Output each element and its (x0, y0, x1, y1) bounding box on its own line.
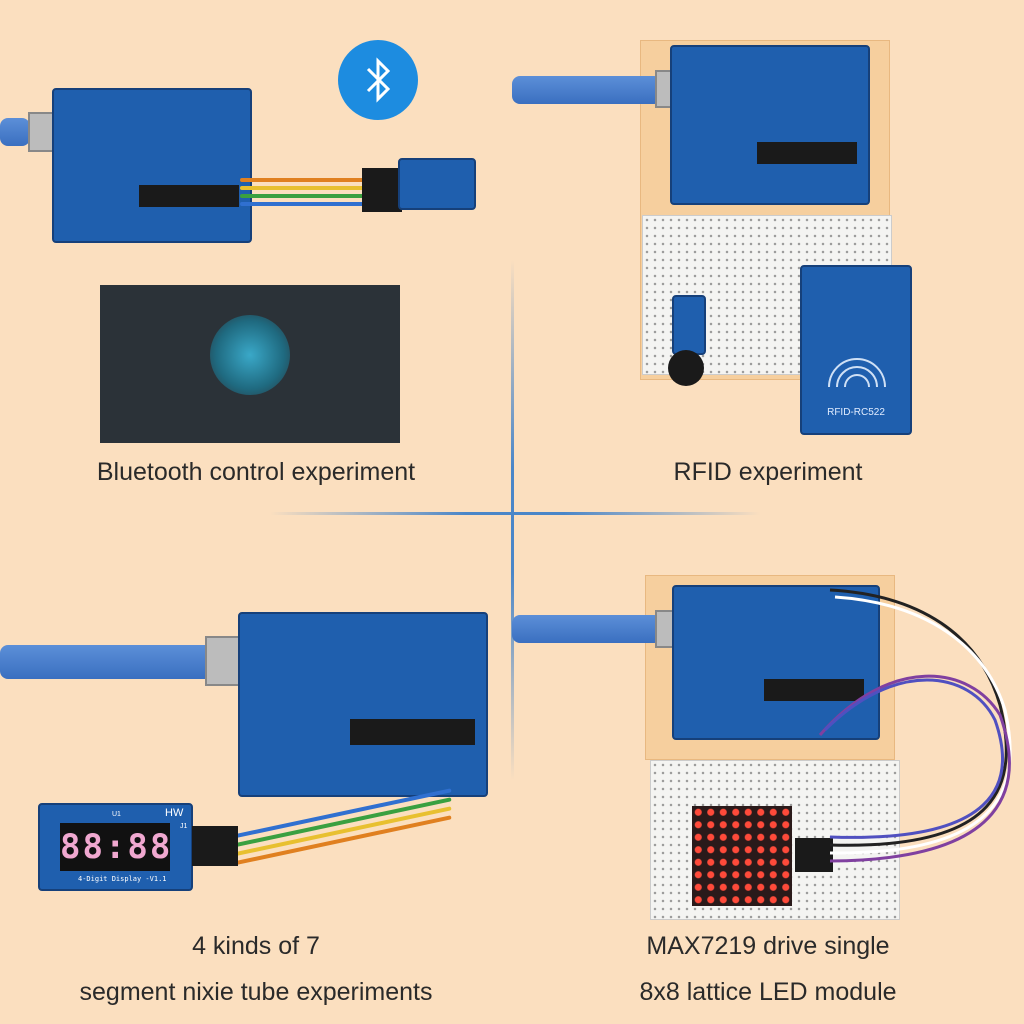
display-model: 4-Digit Display -V1.1 (78, 875, 167, 883)
bluetooth-badge (338, 40, 418, 120)
caption-max-line2: 8x8 lattice LED module (639, 978, 897, 1006)
jumper-wires (818, 588, 1012, 863)
caption-nixie-line2: segment nixie tube experiments (79, 978, 433, 1006)
header-connector (362, 168, 402, 212)
bluetooth-icon (366, 57, 391, 103)
microcontroller-chip (764, 679, 864, 701)
display-digits: 88:88 (60, 823, 170, 871)
arduino-board (52, 88, 252, 243)
jumper-wire (240, 186, 370, 190)
arduino-board (670, 45, 870, 205)
caption-nixie-line1: 4 kinds of 7 (192, 932, 320, 960)
microcontroller-chip (757, 142, 857, 164)
header-connector (795, 838, 833, 872)
rfid-label: RFID-RC522 (827, 407, 885, 418)
arduino-board (672, 585, 880, 740)
led-matrix (692, 806, 792, 906)
usb-cable (512, 76, 662, 104)
buzzer-module (672, 295, 706, 355)
app-screenshot (100, 285, 400, 443)
divider-vertical (511, 260, 514, 780)
jumper-wire (240, 194, 370, 198)
usb-cable (512, 615, 662, 643)
divider-horizontal (270, 512, 760, 515)
caption-max-line1: MAX7219 drive single (646, 932, 890, 960)
caption-rfid: RFID experiment (673, 458, 863, 486)
robot-icon (210, 315, 290, 395)
arduino-board (238, 612, 488, 797)
jumper-wires (240, 178, 370, 182)
buzzer (668, 350, 704, 386)
header-connector (192, 826, 238, 866)
microcontroller-chip (139, 185, 239, 207)
4-digit-display-module: HW U1 J1 88:88 4-Digit Display -V1.1 (38, 803, 193, 891)
jumper-wire (240, 202, 370, 206)
caption-bluetooth: Bluetooth control experiment (96, 458, 416, 486)
microcontroller-chip (350, 719, 475, 745)
rfid-antenna-icon (828, 358, 886, 388)
usb-cable (0, 118, 30, 146)
bluetooth-module (398, 158, 476, 210)
display-brand: HW (165, 807, 184, 819)
display-j1: J1 (180, 823, 188, 830)
usb-cable (0, 645, 215, 679)
display-u1: U1 (112, 811, 121, 818)
rfid-module: RFID-RC522 (800, 265, 912, 435)
